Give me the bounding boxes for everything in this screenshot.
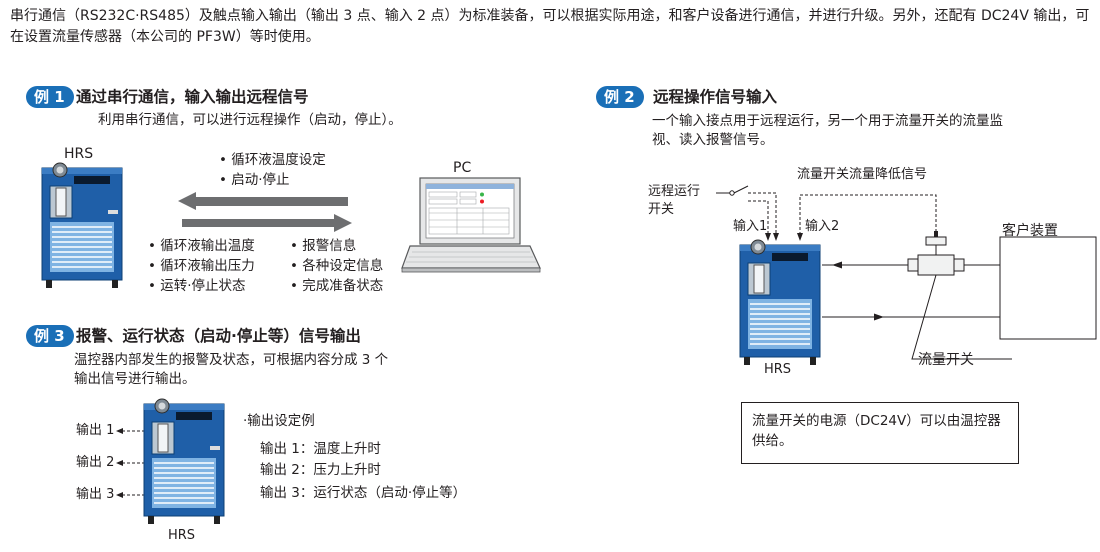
communication-arrows xyxy=(178,192,352,232)
arrow-left-icon xyxy=(178,192,348,210)
chiller-unit-2 xyxy=(739,239,821,365)
arrow-left-icon xyxy=(116,492,123,498)
example-2-title: 远程操作信号输入 xyxy=(653,88,778,106)
from-device-item: • 循环液输出温度 xyxy=(148,238,255,254)
remote-switch-label: 远程运行 xyxy=(648,184,701,199)
remote-wiring-diagram xyxy=(716,185,1097,365)
remote-switch-icon xyxy=(716,185,749,196)
ex1-device-label: HRS xyxy=(64,146,94,162)
example-2-desc: 一个输入接点用于远程运行，另一个用于流量开关的流量监 视、读入报警信号。 xyxy=(652,113,1003,148)
flow-switch-label: 流量开关 xyxy=(918,352,974,368)
chiller-unit-3 xyxy=(143,398,225,524)
flow-switch-icon xyxy=(907,231,965,276)
input-1-label: 输入1 xyxy=(733,219,768,234)
arrow-left-icon xyxy=(116,428,123,434)
output-3-label: 输出 3 xyxy=(76,487,115,502)
power-supply-note: 流量开关的电源（DC24V）可以由温控器供给。 xyxy=(741,402,1019,464)
output-1-label: 输出 1 xyxy=(76,423,115,438)
example-1-desc: 利用串行通信，可以进行远程操作（启动，停止）。 xyxy=(98,112,402,128)
from-device-item: • 运转·停止状态 xyxy=(148,278,246,294)
output-2-label: 输出 2 xyxy=(76,455,115,470)
pc-label: PC xyxy=(453,160,472,176)
example-3-desc: 温控器内部发生的报警及状态，可根据内容分成 3 个 输出信号进行输出。 xyxy=(74,352,389,387)
customer-device-box xyxy=(999,236,1097,340)
from-device-item: • 各种设定信息 xyxy=(290,258,384,274)
remote-switch-label-2: 开关 xyxy=(648,202,675,217)
ex2-device-label: HRS xyxy=(764,362,792,377)
arrow-left-icon xyxy=(116,460,123,466)
output-setting-item: 输出 3：运行状态（启动·停止等） xyxy=(260,485,467,501)
from-device-list-left: • 循环液输出温度 • 循环液输出压力 • 运转·停止状态 xyxy=(148,236,255,296)
to-device-item: • 启动·停止 xyxy=(219,172,290,188)
output-setting-item: 输出 1：温度上升时 xyxy=(260,441,381,457)
from-device-list-right: • 报警信息 • 各种设定信息 • 完成准备状态 xyxy=(290,236,383,296)
to-device-list: • 循环液温度设定 • 启动·停止 xyxy=(219,150,326,190)
arrow-right-icon xyxy=(874,313,884,321)
arrow-right-icon xyxy=(182,214,352,232)
example-2-badge: 例 2 xyxy=(596,86,644,108)
example-1-badge: 例 1 xyxy=(26,86,74,108)
flow-signal-label: 流量开关流量降低信号 xyxy=(797,167,928,182)
output-setting-item: 输出 2：压力上升时 xyxy=(260,462,381,478)
from-device-item: • 循环液输出压力 xyxy=(148,258,255,274)
from-device-item: • 完成准备状态 xyxy=(290,278,384,294)
to-device-item: • 循环液温度设定 xyxy=(219,152,326,168)
customer-device-label: 客户装置 xyxy=(1002,223,1058,239)
intro-paragraph: 串行通信（RS232C·RS485）及触点输入输出（输出 3 点、输入 2 点）… xyxy=(10,8,1090,45)
example-1-title: 通过串行通信，输入输出远程信号 xyxy=(76,88,309,106)
from-device-item: • 报警信息 xyxy=(290,238,357,254)
example-3-badge: 例 3 xyxy=(26,325,74,347)
input-2-label: 输入2 xyxy=(805,219,840,234)
arrow-left-icon xyxy=(832,261,842,269)
chiller-unit-1 xyxy=(41,162,123,288)
laptop-icon xyxy=(401,177,541,273)
example-3-title: 报警、运行状态（启动·停止等）信号输出 xyxy=(76,327,361,345)
output-settings-title: ·输出设定例 xyxy=(243,413,315,429)
ex3-device-label: HRS xyxy=(168,528,196,543)
